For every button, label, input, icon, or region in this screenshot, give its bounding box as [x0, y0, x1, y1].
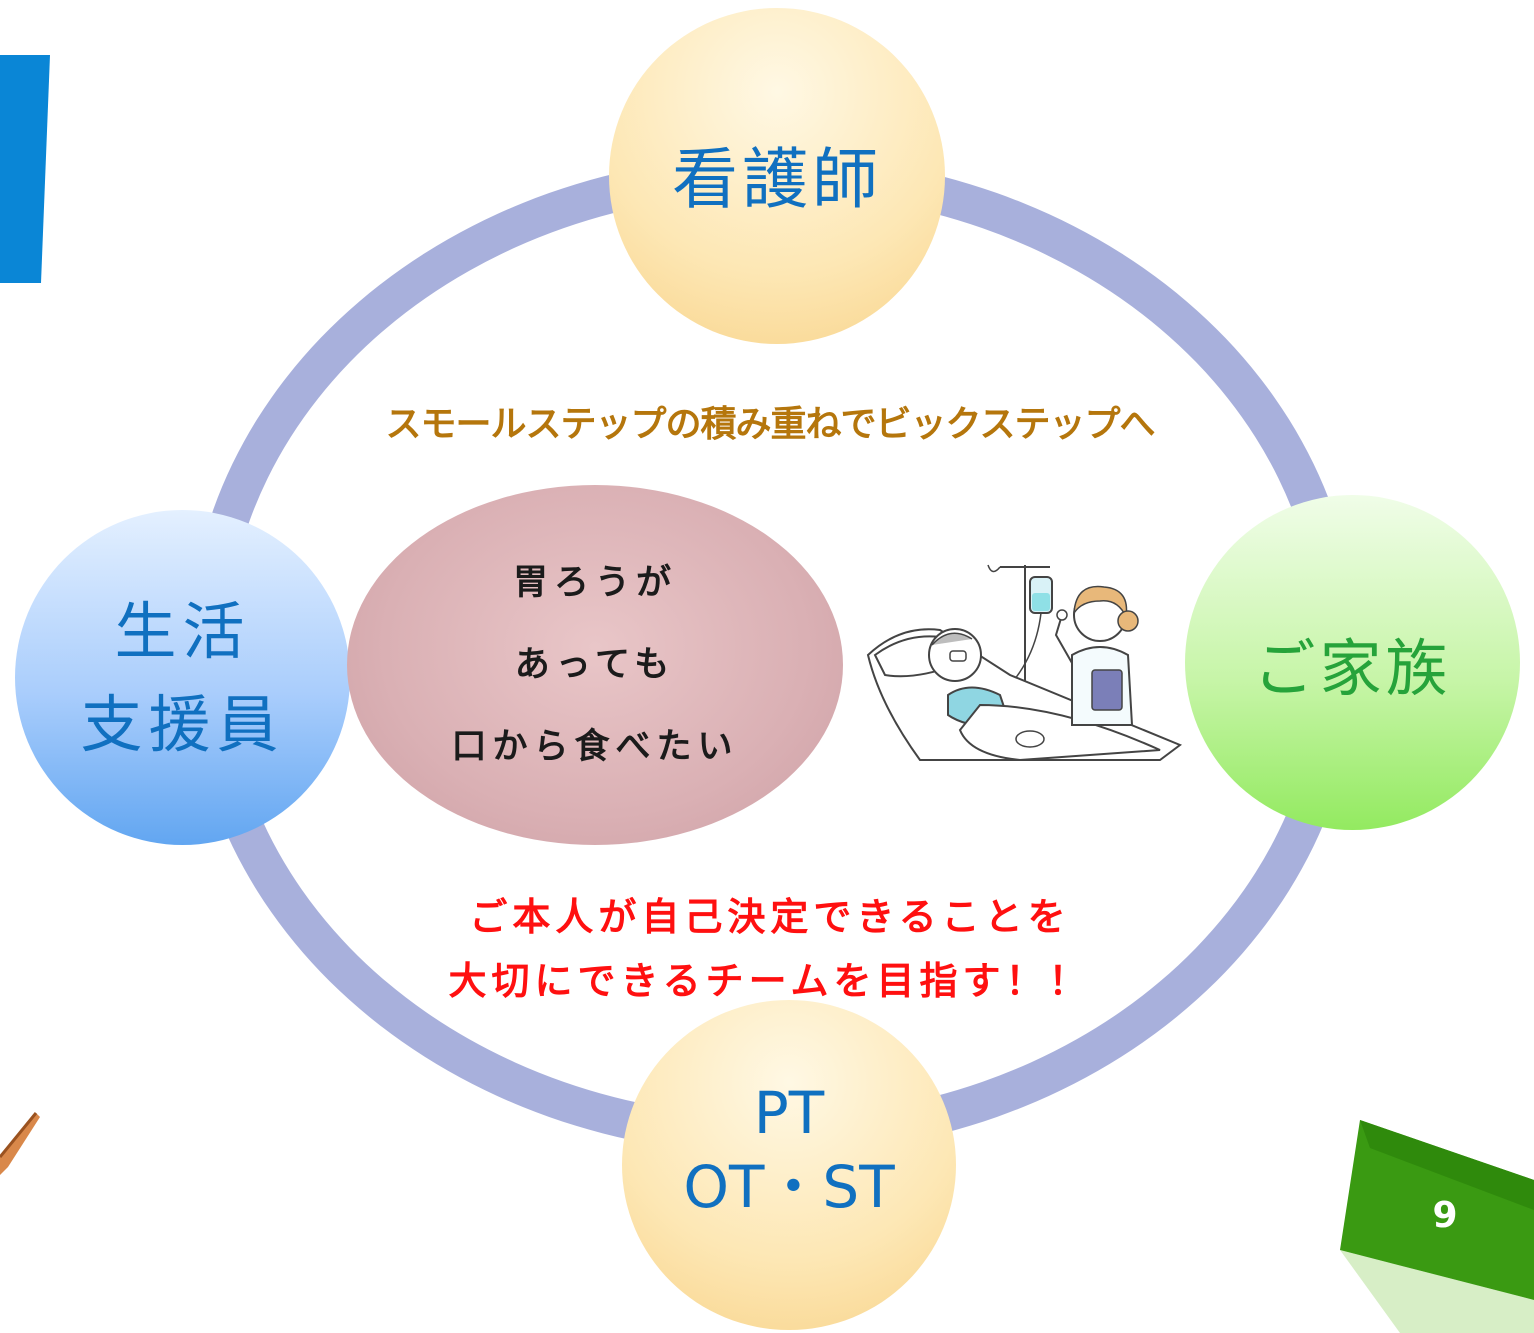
patient-wish-oval: 胃ろうが あっても 口から食べたい — [347, 485, 843, 845]
node-life-support-staff: 生活 支援員 — [15, 510, 350, 845]
small-step-heading: スモールステップの積み重ねでビックステップへ — [385, 404, 1156, 445]
page-number-tab — [1340, 1120, 1534, 1333]
node-therapists-label-line2: OT・ST — [683, 1153, 895, 1221]
team-goal-text: ご本人が自己決定できることを 大切にできるチームを目指す！！ — [380, 885, 1160, 1013]
decorative-blue-bar — [0, 55, 50, 283]
node-life-support-label-line2: 支援員 — [80, 687, 285, 761]
node-family-label: ご家族 — [1253, 631, 1452, 705]
node-nurse: 看護師 — [609, 8, 945, 344]
node-family: ご家族 — [1185, 495, 1520, 830]
goal-line-1: ご本人が自己決定できることを — [469, 895, 1071, 939]
page-number: 9 — [1432, 1195, 1458, 1236]
node-therapists: PT OT・ST — [622, 1000, 956, 1330]
wish-line-1: 胃ろうが — [512, 563, 677, 603]
pencil-decoration — [0, 1112, 40, 1175]
node-nurse-label: 看護師 — [672, 141, 882, 218]
node-life-support-label-line1: 生活 — [114, 594, 251, 668]
goal-line-2: 大切にできるチームを目指す！！ — [448, 959, 1092, 1003]
wish-line-2: あっても — [514, 645, 676, 685]
wish-line-3: 口から食べたい — [451, 727, 739, 767]
nurse-and-patient-illustration — [866, 564, 1183, 762]
node-therapists-label-line1: PT — [753, 1078, 825, 1147]
